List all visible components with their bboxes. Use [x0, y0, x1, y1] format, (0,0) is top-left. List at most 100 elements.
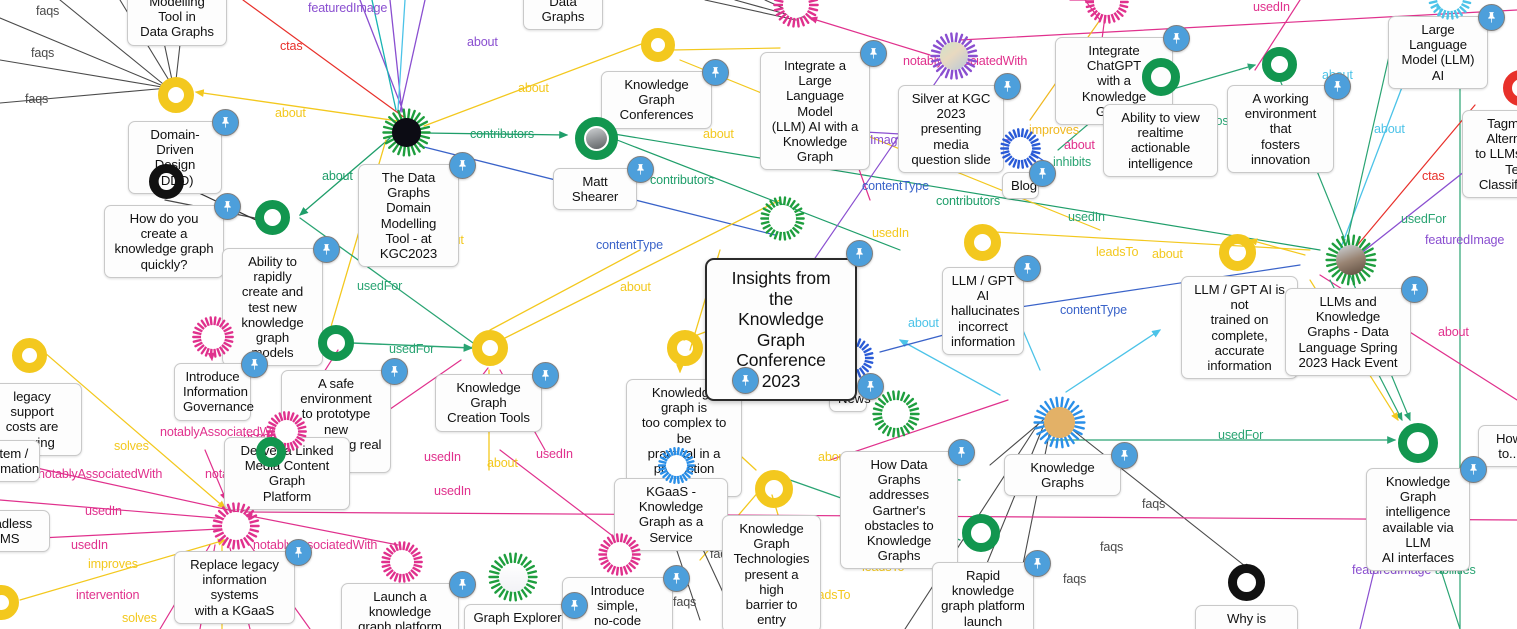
node-card[interactable]: Data Graphs — [523, 0, 603, 31]
pin-icon[interactable] — [994, 73, 1021, 100]
ring-node-green[interactable] — [1398, 423, 1438, 463]
graph-edge[interactable] — [194, 89, 406, 123]
graph-edge[interactable] — [829, 399, 1009, 461]
node-card[interactable]: LLMs and Knowledge Graphs - Data Languag… — [1285, 288, 1411, 377]
graph-edge[interactable] — [59, 0, 169, 89]
ring-node-yellow[interactable] — [12, 338, 47, 373]
graph-edge[interactable] — [499, 449, 619, 541]
node-card[interactable]: Knowledge Graph Technologies present a h… — [722, 515, 821, 629]
halo-node[interactable] — [266, 411, 307, 452]
ring-node-yellow[interactable] — [1219, 234, 1256, 271]
graph-edge[interactable] — [0, 17, 169, 89]
graph-edge[interactable] — [489, 249, 641, 331]
ring-node-green[interactable] — [962, 514, 1000, 552]
graph-edge[interactable] — [1344, 29, 1396, 251]
graph-edge[interactable] — [994, 231, 1311, 251]
pin-icon[interactable] — [1111, 442, 1138, 469]
pin-icon[interactable] — [313, 236, 340, 263]
graph-edge[interactable] — [0, 87, 169, 104]
selected-node-card[interactable]: Insights from the Knowledge Graph Confer… — [705, 258, 857, 401]
graph-edge[interactable] — [371, 0, 397, 111]
pin-icon[interactable] — [532, 362, 559, 389]
pin-icon[interactable] — [627, 156, 654, 183]
halo-node[interactable] — [760, 196, 805, 241]
node-card[interactable]: Knowledge Graph Creation Tools — [435, 374, 542, 432]
graph-edge[interactable] — [1065, 329, 1162, 393]
graph-edge[interactable] — [0, 499, 241, 521]
ring-node-green[interactable] — [1262, 47, 1297, 82]
node-card[interactable]: Tagmatic - Alternative to LLMs: AI for T… — [1462, 110, 1517, 199]
pin-icon[interactable] — [1024, 550, 1051, 577]
node-card[interactable]: Graph Explorer - Demonstrate your tools — [464, 604, 571, 629]
node-card[interactable]: A working environment that fosters innov… — [1227, 85, 1334, 174]
graph-edge[interactable] — [243, 512, 399, 546]
graph-edge[interactable] — [423, 130, 569, 139]
node-card[interactable]: Matt Shearer — [553, 168, 637, 211]
ring-node-green[interactable] — [575, 117, 618, 160]
graph-edge[interactable] — [29, 339, 226, 509]
pin-icon[interactable] — [1029, 160, 1056, 187]
pin-icon[interactable] — [449, 571, 476, 598]
pin-icon[interactable] — [449, 152, 476, 179]
ring-node-yellow[interactable] — [472, 330, 508, 366]
node-card[interactable]: Headless CMS — [0, 510, 50, 553]
ring-node-green[interactable] — [256, 437, 286, 467]
graph-edge[interactable] — [999, 264, 1301, 311]
pin-icon[interactable] — [857, 373, 884, 400]
ring-node-yellow[interactable] — [755, 470, 793, 508]
graph-edge[interactable] — [611, 137, 901, 251]
pin-icon[interactable] — [1163, 25, 1190, 52]
ring-node-yellow[interactable] — [0, 585, 19, 620]
pin-icon[interactable] — [1460, 456, 1487, 483]
pin-icon[interactable] — [1324, 73, 1351, 100]
halo-node[interactable] — [1325, 234, 1377, 286]
node-card[interactable]: How do you create a knowledge graph quic… — [104, 205, 224, 278]
node-card[interactable]: Replace legacy information systems with … — [174, 551, 295, 624]
graph-edge[interactable] — [671, 47, 781, 51]
ring-node-black[interactable] — [149, 164, 184, 199]
node-card[interactable]: Modelling Tool in Data Graphs — [127, 0, 227, 46]
pin-icon[interactable] — [860, 40, 887, 67]
pin-icon[interactable] — [1401, 276, 1428, 303]
halo-node[interactable] — [192, 316, 234, 358]
ring-node-green[interactable] — [255, 200, 290, 235]
graph-edge[interactable] — [204, 449, 227, 502]
ring-node-yellow[interactable] — [641, 28, 675, 62]
graph-edge[interactable] — [19, 538, 227, 601]
node-card[interactable]: Introduce Information Governance — [174, 363, 254, 421]
halo-node[interactable] — [657, 447, 696, 484]
node-card[interactable]: LLM / GPT AI hallucinates incorrect info… — [942, 267, 1024, 356]
graph-edge[interactable] — [399, 0, 426, 113]
graph-edge[interactable] — [898, 339, 1001, 396]
halo-node[interactable] — [381, 541, 423, 583]
graph-edge[interactable] — [351, 342, 474, 352]
node-card[interactable]: Knowledge Graph Conferences — [601, 71, 712, 129]
pin-icon[interactable] — [212, 109, 239, 136]
node-card[interactable]: KGaaS - Knowledge Graph as a Service — [614, 478, 728, 551]
ring-node-green[interactable] — [318, 325, 354, 361]
pin-icon[interactable] — [381, 358, 408, 385]
ring-node-yellow[interactable] — [964, 224, 1001, 261]
pin-icon[interactable] — [702, 59, 729, 86]
pin-icon[interactable] — [663, 565, 690, 592]
graph-edge[interactable] — [1248, 238, 1306, 256]
graph-edge[interactable] — [242, 0, 406, 119]
halo-node[interactable] — [1085, 0, 1129, 24]
pin-icon[interactable] — [1014, 255, 1041, 282]
pin-icon[interactable] — [948, 439, 975, 466]
halo-node[interactable] — [598, 533, 641, 576]
graph-edge[interactable] — [423, 39, 654, 127]
graph-edge[interactable] — [299, 137, 391, 216]
node-card[interactable]: The Data Graphs Domain Modelling Tool - … — [358, 164, 459, 268]
node-card[interactable]: legacy support costs are growing — [0, 383, 82, 456]
node-card[interactable]: Knowledge Graphs — [1004, 454, 1121, 497]
ring-node-yellow[interactable] — [158, 77, 194, 113]
pin-icon[interactable] — [214, 193, 241, 220]
graph-edge[interactable] — [679, 59, 1101, 231]
node-card[interactable]: Launch a knowledge graph platform — [341, 583, 459, 629]
node-card[interactable]: Why is everyone excited about knowledge … — [1195, 605, 1298, 629]
graph-edge[interactable] — [1354, 104, 1476, 249]
halo-node[interactable] — [1033, 396, 1086, 449]
ring-node-red[interactable] — [1503, 70, 1517, 106]
